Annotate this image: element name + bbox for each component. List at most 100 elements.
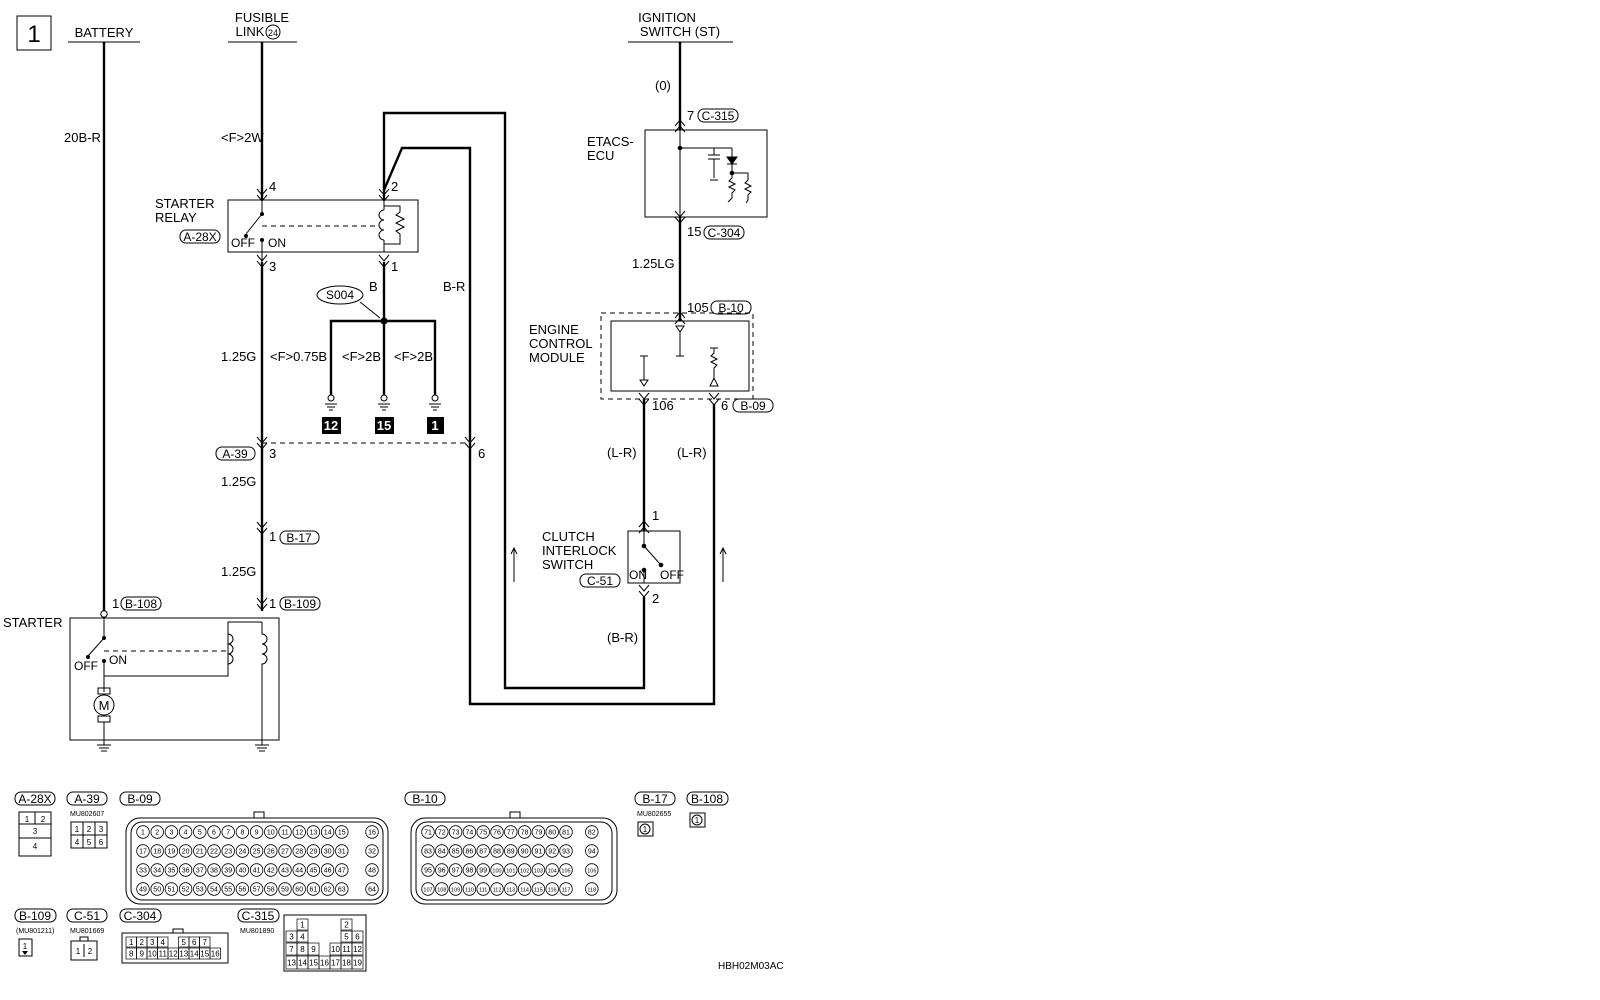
connector-pin-number: 113 [506,888,515,894]
svg-text:2: 2 [88,947,93,956]
starter-relay-box [227,199,419,253]
connector-pin [476,825,490,839]
relay-pin3: 3 [269,259,276,274]
ecm-pin106: 106 [652,398,674,413]
ecm-label-3: MODULE [529,350,585,365]
page-number-box [16,15,52,51]
connector-pin [235,882,250,896]
connector-cell-number: 8 [129,950,134,959]
connector-cell-number: 11 [159,950,168,959]
connector-pin-number: 46 [324,868,332,875]
connector-cell-number: 10 [148,950,157,959]
connector-pin [178,825,193,839]
svg-text:1: 1 [75,825,80,834]
connector-pin [365,882,379,896]
connector-cell [351,955,364,970]
starter-motor-circle [93,694,115,716]
connector-pin-number: 117 [562,888,571,894]
connector-pin-number: 29 [310,849,318,856]
connector-pin [193,844,207,858]
svg-text:3: 3 [33,827,38,836]
svg-text:5: 5 [87,838,92,847]
relay-off-contact [244,234,248,238]
connector-pin [585,844,599,858]
conn-b10-badge [404,791,446,806]
connector-pin [249,844,264,858]
starter-off: OFF [74,659,98,673]
connector-pin [221,863,235,877]
a39-pin3-mark [256,436,268,450]
connector-pin [531,863,546,877]
svg-text:4: 4 [75,838,80,847]
flow-arrows [510,546,727,582]
connector-pin-number: 57 [253,887,261,894]
conn-a28x-badge [14,791,56,806]
connector-pin-number: 9 [255,830,259,837]
connector-pin [435,882,449,896]
connector-pin-number: 111 [479,888,487,894]
connector-cell-number: 3 [150,938,155,947]
connector-pin [448,863,463,877]
connector-pin-number: 2 [155,830,159,837]
connector-cell [351,930,364,943]
connector-pin-number: 87 [479,849,487,856]
connector-pin [435,844,449,858]
connector-pin [476,844,490,858]
connector-pin [235,844,250,858]
svg-text:1: 1 [23,942,28,951]
connector-cell-number: 18 [342,959,351,968]
ground-1-badge [427,417,444,434]
connector-pin [504,863,518,877]
connector-pin [365,825,379,839]
connector-pin [531,825,546,839]
connector-cell-number: 4 [161,938,166,947]
starter-coil-1 [227,633,234,665]
starter-brush-bottom [97,715,111,723]
connector-pin-number: 83 [424,849,432,856]
connector-pin [421,844,435,858]
connector-pin [264,825,278,839]
connector-pin [435,863,449,877]
connector-pin [476,882,490,896]
connector-pin [517,844,532,858]
conn-c304-label: C-304 [124,909,157,923]
clutch-label-3: SWITCH [542,557,593,572]
connector-pin [264,882,278,896]
connector-pin-number: 71 [424,830,432,837]
b108-pin: 1 [112,596,119,611]
b108-badge [120,596,162,611]
connector-pin-number: 23 [224,849,232,856]
connector-pin-number: 10 [267,830,275,837]
connector-cell-number: 1 [300,921,305,930]
connector-pin [476,863,490,877]
svg-text:1: 1 [695,816,700,825]
ecm-pin6: 6 [721,398,728,413]
connector-cell-number: 8 [300,945,305,954]
connector-pin-number: 1 [141,830,145,837]
connector-pin-number: 48 [368,868,376,875]
conn-c315-body [283,914,367,972]
b108-conn: B-108 [125,597,157,611]
starter-coil-wire [103,621,262,677]
connector-pin [335,844,349,858]
clutch-conn-badge [579,573,621,588]
etacs-pin7: 7 [687,108,694,123]
connector-pin [178,882,193,896]
ecm-internal-circuit [639,325,719,387]
etacs-label-1: ETACS- [587,134,634,149]
connector-cell-number: 15 [200,950,209,959]
connector-pin-number: 98 [466,868,474,875]
svg-text:2: 2 [41,815,46,824]
connector-pin [207,844,221,858]
connector-pin-number: 15 [338,830,346,837]
connector-pin [193,863,207,877]
conn-b17-part: MU802655 [637,811,671,818]
conn-b108-label: B-108 [691,792,723,806]
connector-pin [559,863,573,877]
connector-pin [136,825,150,839]
connector-pin-number: 35 [168,868,176,875]
connector-pin [320,825,335,839]
connector-pin-number: 96 [438,868,446,875]
connector-pin-number: 32 [368,849,376,856]
connector-pin [421,882,435,896]
